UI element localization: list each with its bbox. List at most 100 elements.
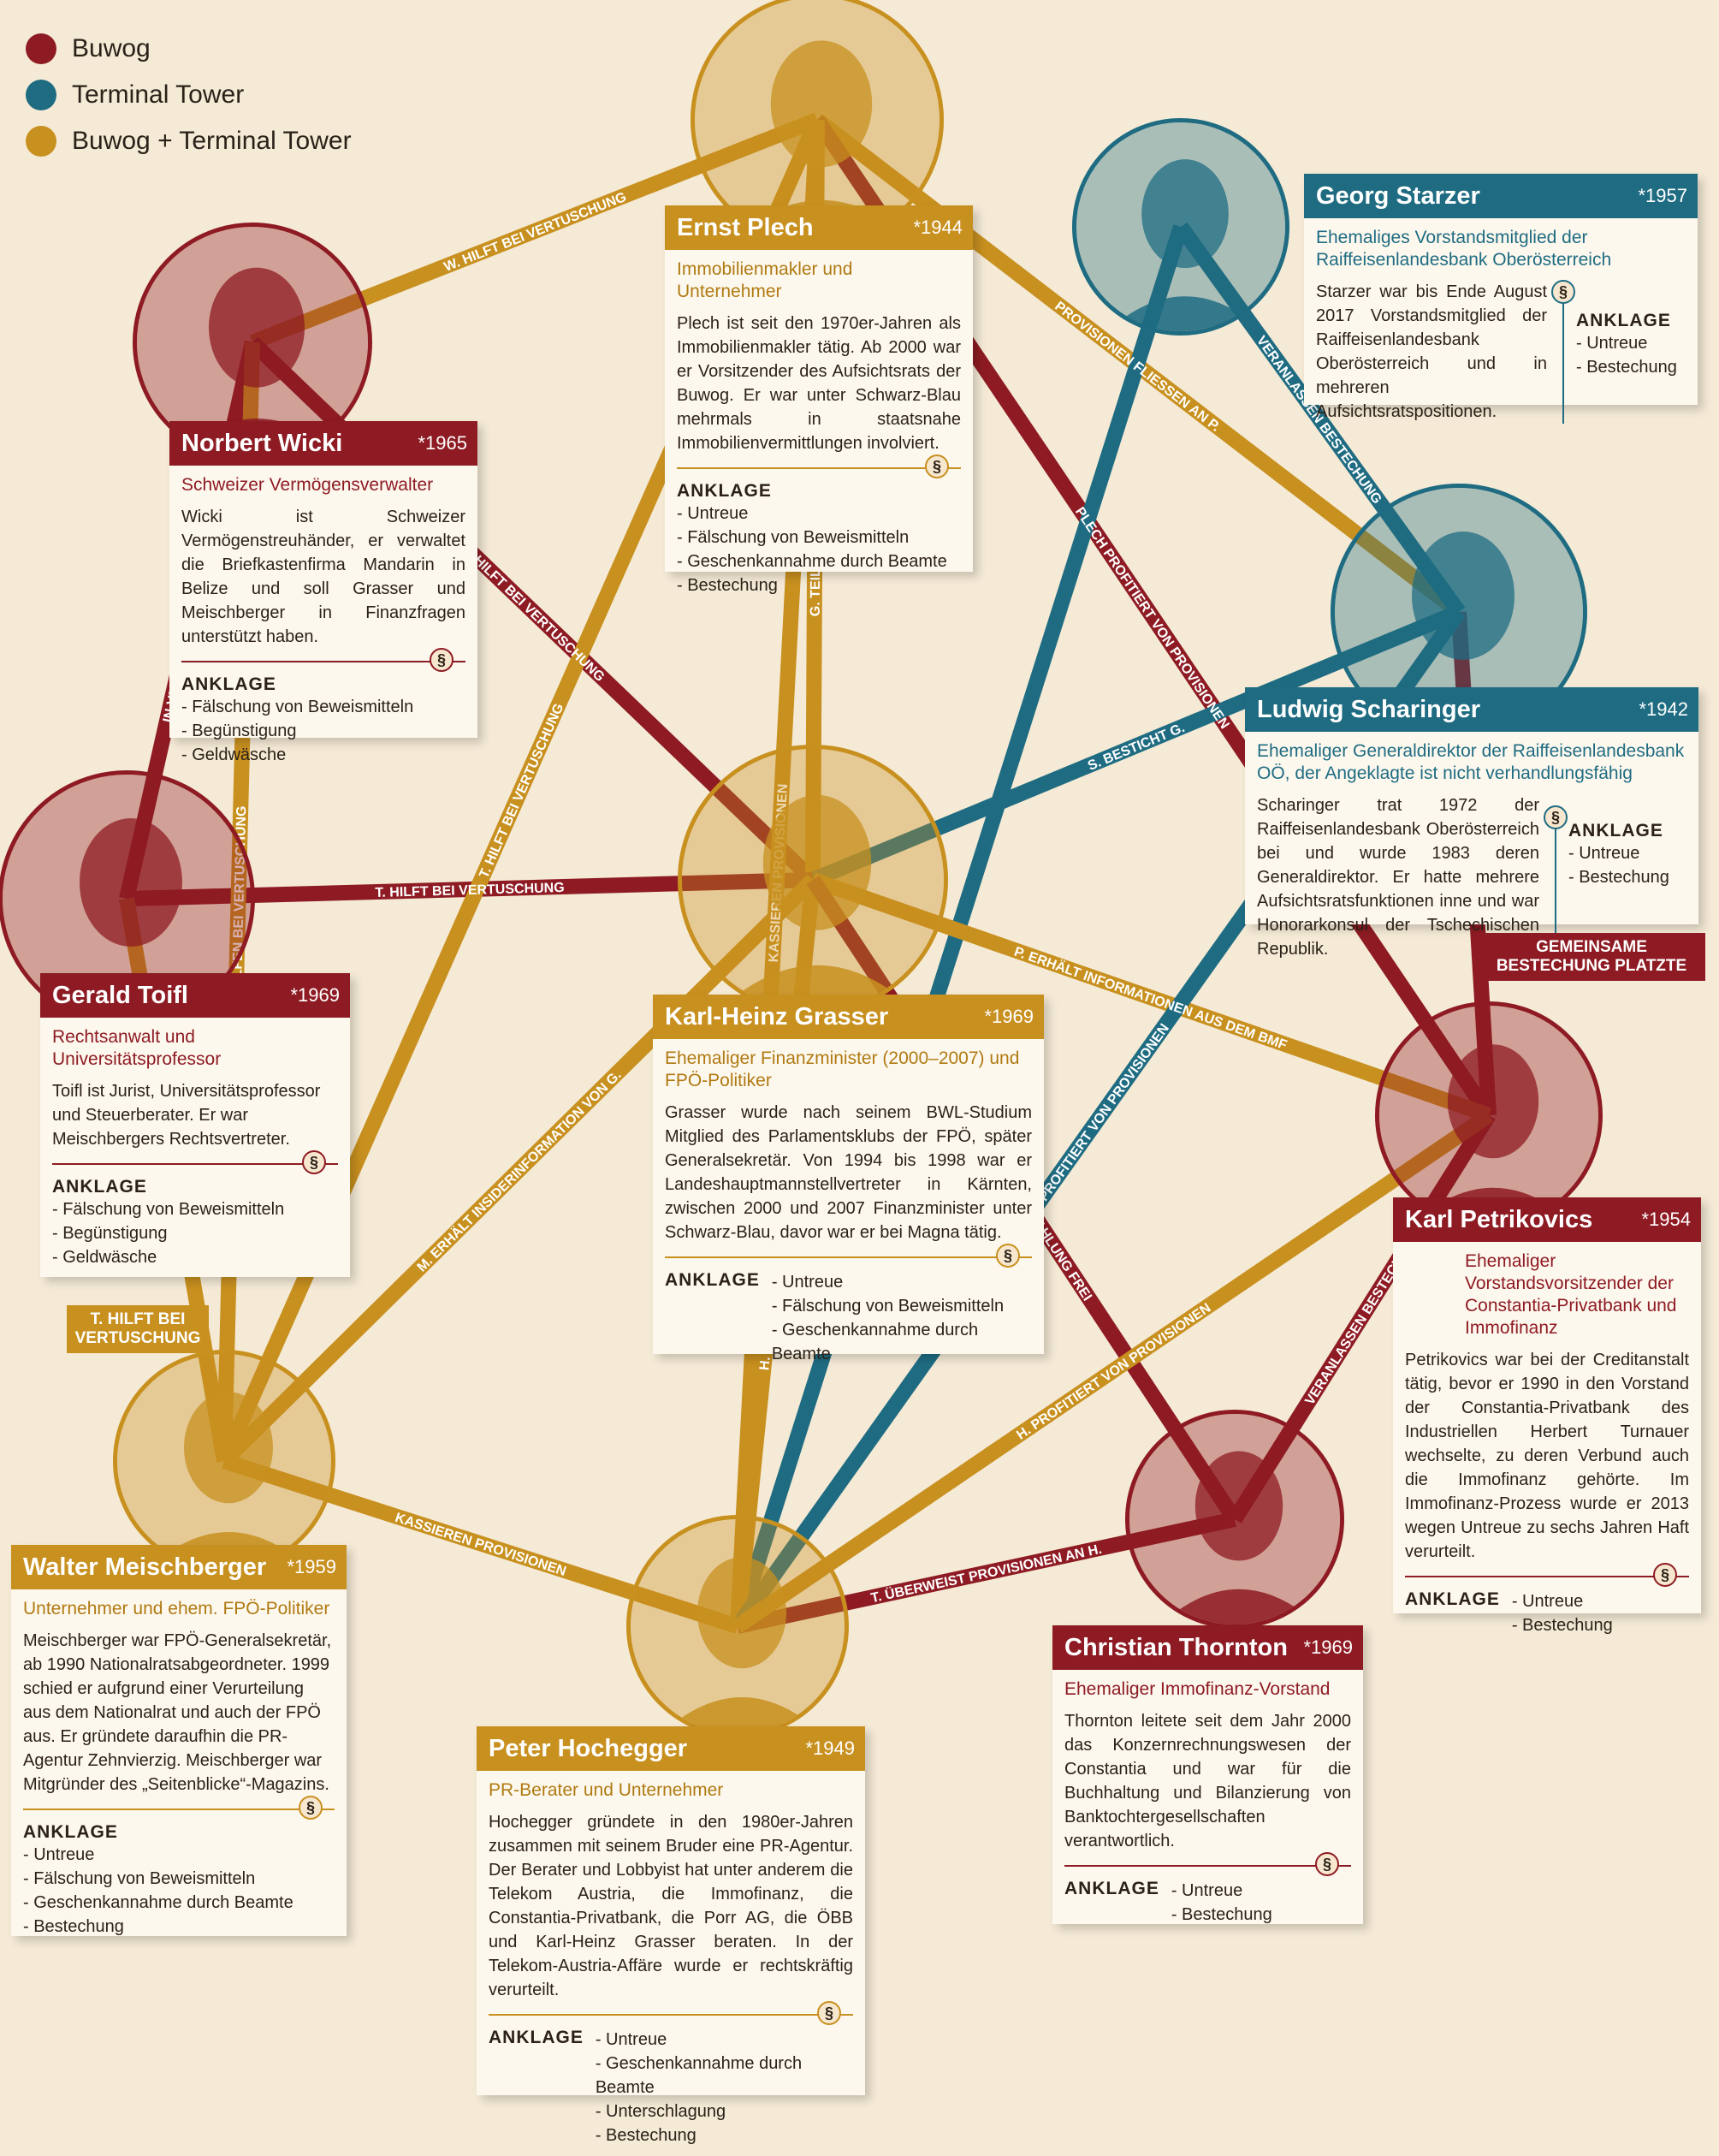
charge-item: - Fälschung von Beweismitteln xyxy=(23,1869,256,1888)
person-description: Meischberger war FPÖ-Generalsekretär, ab… xyxy=(23,1631,332,1794)
legend-item-both: Buwog + Terminal Tower xyxy=(26,118,352,164)
relation-label-toifl-meischberger: T. HILFT BEI VERTUSCHUNG xyxy=(67,1305,209,1353)
person-name: Christian Thornton xyxy=(1064,1633,1288,1661)
card-header: Christian Thornton *1969 xyxy=(1052,1625,1363,1670)
person-name: Ludwig Scharinger xyxy=(1257,695,1481,723)
divider: § xyxy=(181,648,465,672)
divider: § xyxy=(1405,1563,1689,1587)
relation-label: T. HILFT BEI VERTUSCHUNG xyxy=(375,881,565,900)
charge-item: - Untreue xyxy=(23,1845,95,1864)
charge-item: - Untreue xyxy=(677,504,749,523)
card-header: Georg Starzer *1957 xyxy=(1304,174,1698,218)
charge-item: - Untreue xyxy=(1171,1881,1243,1900)
charge-item: - Bestechung xyxy=(23,1917,124,1936)
charge-item: - Begünstigung xyxy=(181,722,297,740)
person-description: Grasser wurde nach seinem BWL-Studium Mi… xyxy=(665,1103,1032,1242)
charge-item: - Fälschung von Beweismitteln xyxy=(771,1297,1005,1316)
charge-item: - Fälschung von Beweismitteln xyxy=(677,528,910,547)
person-role: Ehemaliger Finanzminister (2000–2007) un… xyxy=(665,1048,1020,1090)
paragraph-icon: § xyxy=(996,1244,1020,1268)
legend-label: Buwog xyxy=(72,34,151,62)
person-description: Wicki ist Schweizer Vermögenstreuhänder,… xyxy=(181,508,465,646)
relation-label: KASSIEREN PROVISIONEN xyxy=(393,1511,567,1579)
portrait-starzer xyxy=(1072,118,1289,336)
person-role: Rechtsanwalt und Universitätsprofessor xyxy=(52,1027,222,1069)
relation-label: H. PROFITIERT VON PROVISIONEN xyxy=(1026,1021,1172,1218)
legend-dot-both xyxy=(26,126,56,157)
card-header: Ernst Plech *1944 xyxy=(665,205,973,250)
charge-item: - Geschenkannahme durch Beamte xyxy=(677,552,947,571)
card-header: Gerald Toifl *1969 xyxy=(40,973,350,1018)
card-header: Karl-Heinz Grasser *1969 xyxy=(653,995,1044,1039)
birth-year: *1969 xyxy=(984,1006,1034,1027)
person-name: Karl Petrikovics xyxy=(1405,1205,1593,1233)
card-meischberger: Walter Meischberger *1959 Unternehmer un… xyxy=(11,1545,347,1936)
birth-year: *1965 xyxy=(418,432,467,454)
relation-label: S. BESTICHT G. xyxy=(1086,721,1187,774)
person-role: Unternehmer und ehem. FPÖ-Politiker xyxy=(23,1599,330,1618)
person-role: Schweizer Vermögensverwalter xyxy=(181,475,434,495)
person-role: Ehemaliger Generaldirektor der Raiffeise… xyxy=(1257,741,1685,783)
charge-item: - Bestechung xyxy=(677,576,778,595)
person-description: Thornton leitete seit dem Jahr 2000 das … xyxy=(1064,1712,1351,1850)
charge-title: ANKLAGE xyxy=(489,2028,584,2047)
charge-item: - Fälschung von Beweismitteln xyxy=(181,698,414,716)
birth-year: *1959 xyxy=(287,1556,336,1577)
charge-item: - Geldwäsche xyxy=(181,745,287,764)
charge-item: - Bestechung xyxy=(1568,868,1669,887)
portrait-meischberger xyxy=(113,1350,335,1572)
person-description: Scharinger trat 1972 der Raiffeisenlande… xyxy=(1257,796,1539,959)
relation-label: M. ERHÄLT INSIDERINFORMATION VON G. xyxy=(414,1067,625,1275)
card-plech: Ernst Plech *1944 Immobilienmakler und U… xyxy=(665,205,973,595)
charge-item: - Geschenkannahme durch Beamte xyxy=(23,1893,293,1912)
paragraph-icon: § xyxy=(430,648,453,672)
divider: § xyxy=(1064,1852,1351,1876)
charge-title: ANKLAGE xyxy=(1064,1879,1159,1898)
charge-title: ANKLAGE xyxy=(52,1177,147,1197)
card-hochegger: Peter Hochegger *1949 PR-Berater und Unt… xyxy=(477,1726,865,2145)
charge-item: - Bestechung xyxy=(1511,1616,1613,1635)
charge-title: ANKLAGE xyxy=(181,674,276,694)
divider: § xyxy=(489,2001,853,2025)
charge-item: - Untreue xyxy=(595,2030,667,2049)
person-description: Hochegger gründete in den 1980er-Jahren … xyxy=(489,1813,853,1999)
card-wicki: Norbert Wicki *1965 Schweizer Vermögensv… xyxy=(169,421,477,764)
person-description: Starzer war bis Ende August 2017 Vorstan… xyxy=(1316,282,1547,421)
birth-year: *1944 xyxy=(913,217,963,238)
portrait-thornton xyxy=(1125,1410,1344,1629)
person-role: Ehemaliger Vorstandsvorsitzender der Con… xyxy=(1465,1251,1677,1338)
paragraph-icon: § xyxy=(1315,1852,1339,1876)
charge-item: - Fälschung von Beweismitteln xyxy=(52,1200,285,1219)
charge-title: ANKLAGE xyxy=(1576,311,1671,330)
legend-item-buwog: Buwog xyxy=(26,26,352,72)
card-petrikovics: Karl Petrikovics *1954 Ehemaliger Vorsta… xyxy=(1393,1197,1701,1635)
card-starzer: Georg Starzer *1957 Ehemaliges Vorstands… xyxy=(1304,174,1698,424)
charge-item: - Geschenkannahme durch Beamte xyxy=(771,1321,979,1363)
person-role: Ehemaliger Immofinanz-Vorstand xyxy=(1064,1679,1331,1699)
divider: § xyxy=(677,454,961,478)
person-description: Petrikovics war bei der Creditanstalt tä… xyxy=(1405,1351,1689,1561)
charge-item: - Unterschlagung xyxy=(595,2102,726,2121)
paragraph-icon: § xyxy=(1653,1563,1677,1587)
charge-item: - Geschenkannahme durch Beamte xyxy=(595,2054,803,2097)
card-thornton: Christian Thornton *1969 Ehemaliger Immo… xyxy=(1052,1625,1363,1924)
charge-item: - Untreue xyxy=(1511,1592,1584,1611)
card-grasser: Karl-Heinz Grasser *1969 Ehemaliger Fina… xyxy=(653,995,1044,1363)
card-header: Karl Petrikovics *1954 xyxy=(1393,1197,1701,1242)
card-header: Walter Meischberger *1959 xyxy=(11,1545,347,1589)
charge-item: - Begünstigung xyxy=(52,1224,168,1243)
card-scharinger: Ludwig Scharinger *1942 Ehemaliger Gener… xyxy=(1245,687,1698,961)
charge-item: - Bestechung xyxy=(1171,1905,1272,1924)
legend-dot-buwog xyxy=(26,33,56,64)
person-name: Walter Meischberger xyxy=(23,1553,267,1581)
paragraph-icon: § xyxy=(299,1796,323,1820)
birth-year: *1957 xyxy=(1638,185,1687,206)
relation-label: T. HILFT BEI VERTUSCHUNG xyxy=(477,701,566,880)
relation-label: W. HILFT BEI VERTUSCHUNG xyxy=(456,539,607,685)
relation-label: W. HILFT BEI VERTUSCHUNG xyxy=(442,190,629,275)
charge-item: - Geldwäsche xyxy=(52,1248,157,1267)
relation-label: PLECH PROFITIERT VON PROVISIONEN xyxy=(1072,505,1232,732)
portrait-grasser xyxy=(678,745,948,1015)
birth-year: *1949 xyxy=(805,1737,855,1759)
person-description: Toifl ist Jurist, Universitätsprofessor … xyxy=(52,1082,321,1149)
